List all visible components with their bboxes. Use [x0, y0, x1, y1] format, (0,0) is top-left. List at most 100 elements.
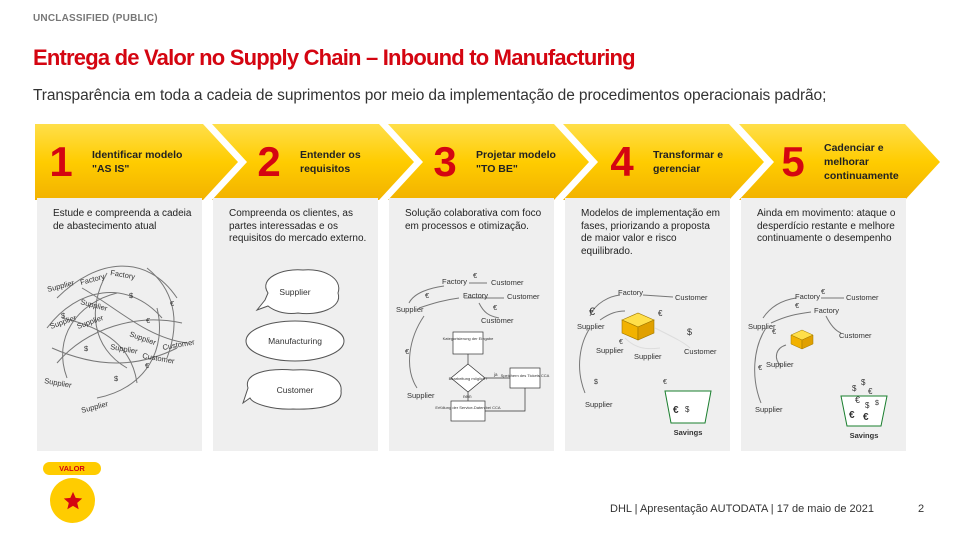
euro-symbol: € [425, 291, 430, 300]
node-supplier: Supplier [46, 278, 75, 294]
process-flowchart: Kategorisierung der Eingabe Bearbeitung … [435, 331, 550, 422]
step-title: Identificar modelo "AS IS" [92, 149, 183, 175]
node-customer: Customer [277, 385, 314, 395]
euro-symbol: € [146, 316, 151, 325]
node-customer: Customer [481, 316, 514, 325]
step-1-panel: Estude e compreenda a cadeia de abasteci… [37, 198, 202, 451]
step-number: 1 [49, 138, 73, 185]
euro-symbol: € [795, 301, 800, 310]
euro-symbol: € [473, 271, 478, 280]
dollar-symbol: $ [865, 401, 870, 410]
euro-symbol: € [855, 395, 860, 405]
step-2-header: 2 Entender os requisitos [252, 124, 396, 200]
node-customer: Customer [675, 293, 708, 302]
node-supplier: Supplier [596, 346, 624, 355]
node-manufacturing: Manufacturing [268, 336, 322, 346]
node-supplier: Supplier [128, 329, 157, 347]
flow-box-text: Speichern des Tickets CCA [501, 373, 550, 378]
node-factory: Factory [110, 268, 136, 281]
valor-tag: VALOR [43, 462, 101, 475]
supplier-bubble [255, 269, 340, 315]
savings-label: Savings [850, 431, 879, 440]
savings-pot-icon: $ $ € € $ € € $ Savings [840, 378, 888, 440]
node-customer: Customer [162, 337, 196, 352]
step-description: Ainda em movimento: ataque o desperdício… [757, 208, 896, 244]
node-supplier: Supplier [577, 322, 605, 331]
dollar-symbol: $ [61, 311, 66, 320]
node-factory: Factory [442, 277, 467, 286]
step-title: Transformar e gerenciar [653, 149, 724, 175]
step-5-panel: Ainda em movimento: ataque o desperdício… [741, 198, 906, 451]
requirements-diagram: Supplier Manufacturing Customer [242, 269, 345, 410]
savings-pot-icon: € $ € Savings [663, 379, 712, 437]
node-supplier: Supplier [110, 342, 139, 356]
node-supplier: Supplier [766, 360, 794, 369]
dollar-symbol: $ [687, 327, 692, 337]
step-description: Estude e compreenda a cadeia de abasteci… [53, 208, 192, 232]
dollar-symbol: $ [84, 344, 89, 353]
step-number: 2 [257, 138, 281, 185]
flow-box-text: Erfüllung der Service-Daten bei CCA [435, 405, 500, 410]
flow-no-label: nein [463, 394, 472, 399]
step-5-header: 5 Cadenciar e melhorar continuamente [776, 124, 920, 200]
valor-badge [50, 478, 95, 523]
euro-symbol: € [658, 309, 663, 318]
page-number: 2 [918, 503, 925, 515]
node-customer: Customer [839, 331, 872, 340]
node-factory: Factory [463, 291, 488, 300]
page-title: Entrega de Valor no Supply Chain – Inbou… [33, 45, 636, 70]
step-3-header: 3 Projetar modelo "TO BE" [428, 124, 572, 200]
step-2-panel: Compreenda os clientes, as partes intere… [213, 198, 378, 451]
euro-symbol: € [849, 410, 855, 421]
node-supplier: Supplier [634, 352, 662, 361]
flow-box-text: Kategorisierung der Eingabe [443, 336, 494, 341]
node-customer: Customer [491, 278, 524, 287]
page-subtitle: Transparência em toda a cadeia de suprim… [33, 87, 827, 104]
node-supplier: Supplier [279, 287, 310, 297]
star-icon [63, 491, 82, 509]
customer-bubble [242, 369, 342, 410]
flow-yes-label: ja [493, 372, 498, 377]
node-supplier: Supplier [407, 391, 435, 400]
classification-label: UNCLASSIFIED (PUBLIC) [33, 13, 158, 24]
step-4-panel: Modelos de implementação em fases, prior… [565, 198, 730, 451]
footer-text: DHL | Apresentação AUTODATA | 17 de maio… [610, 503, 874, 515]
euro-symbol: € [493, 303, 498, 312]
euro-symbol: € [772, 327, 777, 336]
improve-diagram: Factory Customer Factory Customer Suppli… [748, 287, 888, 440]
as-is-network-diagram: Factory Factory Supplier Supplier Suppli… [44, 265, 196, 415]
node-supplier: Supplier [755, 405, 783, 414]
node-customer: Customer [507, 292, 540, 301]
dollar-symbol: $ [861, 378, 866, 387]
step-4-header: 4 Transformar e gerenciar [605, 124, 749, 200]
node-supplier: Supplier [76, 313, 105, 331]
dollar-symbol: $ [875, 400, 879, 407]
step-description: Modelos de implementação em fases, prior… [581, 208, 720, 257]
euro-symbol: € [589, 306, 595, 318]
node-factory: Factory [618, 288, 643, 297]
savings-label: Savings [674, 428, 703, 437]
euro-symbol: € [673, 405, 679, 416]
node-supplier: Supplier [585, 400, 613, 409]
dollar-symbol: $ [685, 405, 690, 414]
step-number: 4 [610, 138, 634, 185]
dollar-symbol: $ [114, 374, 119, 383]
transform-diagram: Factory Customer Supplier Supplier Suppl… [577, 288, 717, 437]
step-description: Compreenda os clientes, as partes intere… [229, 208, 367, 244]
dollar-symbol: $ [594, 379, 598, 386]
dhl-box-icon [790, 329, 814, 350]
node-customer: Customer [846, 293, 879, 302]
dollar-symbol: $ [852, 384, 857, 393]
dhl-box-icon [621, 312, 655, 341]
euro-symbol: € [405, 347, 410, 356]
node-factory: Factory [79, 272, 106, 287]
euro-symbol: € [863, 412, 869, 423]
node-supplier: Supplier [80, 399, 109, 415]
node-supplier: Supplier [44, 376, 73, 390]
step-3-panel: Solução colaborativa com foco em process… [389, 198, 554, 451]
euro-symbol: € [868, 387, 873, 396]
node-supplier: Supplier [748, 322, 776, 331]
euro-symbol: € [619, 339, 623, 346]
step-title: Projetar modelo "TO BE" [476, 149, 556, 175]
euro-symbol: € [145, 361, 150, 370]
